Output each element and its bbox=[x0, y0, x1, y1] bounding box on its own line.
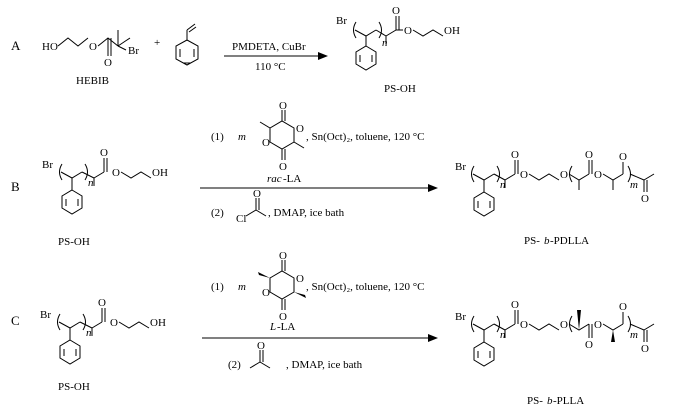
ps-oh-a-carbonyl-o: O bbox=[392, 5, 400, 17]
rac-la-structure: (1) m O O O O bbox=[211, 100, 305, 173]
section-b-letter: B bbox=[11, 179, 20, 194]
plla-label-b: b bbox=[547, 395, 553, 407]
plla-o-2: O bbox=[520, 319, 528, 331]
pdlla-o-3: O bbox=[560, 169, 568, 181]
ps-oh-a-label: PS-OH bbox=[384, 83, 416, 95]
hebib-carbonyl-o: O bbox=[104, 57, 112, 69]
pdlla-n: n bbox=[500, 179, 506, 191]
rac-la-o-ring-1: O bbox=[296, 123, 304, 135]
rac-la-o-bottom: O bbox=[279, 161, 287, 173]
ps-oh-c-br: Br bbox=[40, 309, 51, 321]
section-a-letter: A bbox=[11, 38, 21, 53]
arrowhead-a bbox=[318, 52, 328, 60]
pdlla-label-b: b bbox=[544, 235, 550, 247]
conditions-a-top: PMDETA, CuBr bbox=[232, 41, 306, 53]
rac-la-o-top: O bbox=[279, 100, 287, 112]
ps-oh-a-ester-o: O bbox=[404, 25, 412, 37]
ps-oh-b-carbonyl-o: O bbox=[100, 147, 108, 159]
arrowhead-c bbox=[428, 334, 438, 342]
ps-b-plla-label: PS- b -PLLA bbox=[527, 395, 584, 407]
step1-b-conditions: , Sn(Oct)₂, toluene, 120 °C bbox=[306, 131, 425, 143]
ps-oh-product-a: Br n O O OH bbox=[336, 5, 460, 71]
ps-oh-b-oh: OH bbox=[152, 167, 168, 179]
hebib-label: HEBIB bbox=[76, 75, 109, 87]
ps-b-pdlla-structure: Br n O O O O O O m O bbox=[455, 149, 655, 217]
ps-oh-a-br: Br bbox=[336, 15, 347, 27]
ps-oh-a-n: n bbox=[382, 37, 388, 49]
l-la-suffix: -LA bbox=[277, 321, 295, 333]
pdlla-o-6: O bbox=[619, 151, 627, 163]
acetyl-chloride-structure: (2) Cl O bbox=[211, 188, 267, 225]
ps-oh-reactant-b: Br n O O OH bbox=[42, 147, 168, 215]
step1-c-conditions: , Sn(Oct)₂, toluene, 120 °C bbox=[306, 281, 425, 293]
pdlla-o-4: O bbox=[585, 149, 593, 161]
ps-oh-c-label: PS-OH bbox=[58, 381, 90, 393]
plus-sign: + bbox=[154, 37, 160, 49]
acetyl-structure-c: (2) O bbox=[228, 340, 271, 371]
l-la-o-bottom: O bbox=[279, 311, 287, 323]
ps-oh-reactant-c: Br n O O OH bbox=[40, 297, 166, 365]
plla-o-6: O bbox=[619, 301, 627, 313]
pdlla-label-prefix: PS- bbox=[524, 235, 540, 247]
step2-c-conditions: , DMAP, ice bath bbox=[286, 359, 363, 371]
pdlla-o-1: O bbox=[511, 149, 519, 161]
hebib-br: Br bbox=[128, 45, 139, 57]
plla-label-suffix: -PLLA bbox=[553, 395, 584, 407]
plla-n: n bbox=[500, 329, 506, 341]
acetyl-chloride-o: O bbox=[253, 188, 261, 200]
plla-o-7: O bbox=[641, 343, 649, 355]
l-la-structure: (1) m O O O O bbox=[211, 250, 306, 323]
ps-oh-b-br: Br bbox=[42, 159, 53, 171]
ps-oh-b-ester-o: O bbox=[112, 167, 120, 179]
ps-oh-b-label: PS-OH bbox=[58, 236, 90, 248]
conditions-a-bottom: 110 °C bbox=[255, 61, 286, 73]
arrowhead-b bbox=[428, 184, 438, 192]
plla-br: Br bbox=[455, 311, 466, 323]
rac-la-prefix: rac bbox=[267, 173, 282, 185]
step2-c-num: (2) bbox=[228, 359, 241, 371]
pdlla-o-2: O bbox=[520, 169, 528, 181]
plla-o-5: O bbox=[594, 319, 602, 331]
ps-oh-c-ester-o: O bbox=[110, 317, 118, 329]
plla-o-3: O bbox=[560, 319, 568, 331]
ps-oh-c-n: n bbox=[86, 327, 92, 339]
step1-c-m: m bbox=[238, 281, 246, 293]
l-la-prefix: L bbox=[269, 321, 276, 333]
step1-c-num: (1) bbox=[211, 281, 224, 293]
pdlla-o-5: O bbox=[594, 169, 602, 181]
rac-la-suffix: -LA bbox=[283, 173, 301, 185]
l-la-o-ring-1: O bbox=[296, 273, 304, 285]
l-la-o-ring-2: O bbox=[262, 287, 270, 299]
l-la-o-top: O bbox=[279, 250, 287, 262]
acetyl-c-o: O bbox=[257, 340, 265, 352]
step1-b-num: (1) bbox=[211, 131, 224, 143]
hebib-structure: HO O O Br bbox=[42, 30, 139, 69]
pdlla-br: Br bbox=[455, 161, 466, 173]
step2-b-conditions: , DMAP, ice bath bbox=[268, 207, 345, 219]
pdlla-m: m bbox=[630, 179, 638, 191]
section-c-letter: C bbox=[11, 313, 20, 328]
step1-b-m: m bbox=[238, 131, 246, 143]
ps-oh-c-oh: OH bbox=[150, 317, 166, 329]
step2-b-num: (2) bbox=[211, 207, 224, 219]
pdlla-o-7: O bbox=[641, 193, 649, 205]
acetyl-chloride-cl: Cl bbox=[236, 213, 246, 225]
styrene-structure bbox=[175, 23, 199, 66]
ps-b-pdlla-label: PS- b -PDLLA bbox=[524, 235, 589, 247]
plla-o-1: O bbox=[511, 299, 519, 311]
hebib-ester-o: O bbox=[89, 41, 97, 53]
ps-oh-b-n: n bbox=[88, 177, 94, 189]
rac-la-o-ring-2: O bbox=[262, 137, 270, 149]
hebib-ho: HO bbox=[42, 41, 58, 53]
plla-label-prefix: PS- bbox=[527, 395, 543, 407]
ps-oh-a-oh: OH bbox=[444, 25, 460, 37]
pdlla-label-suffix: -PDLLA bbox=[550, 235, 589, 247]
ps-oh-c-carbonyl-o: O bbox=[98, 297, 106, 309]
ps-b-plla-structure: Br n O O O O O O m O bbox=[455, 299, 655, 367]
plla-o-4: O bbox=[585, 339, 593, 351]
plla-m: m bbox=[630, 329, 638, 341]
